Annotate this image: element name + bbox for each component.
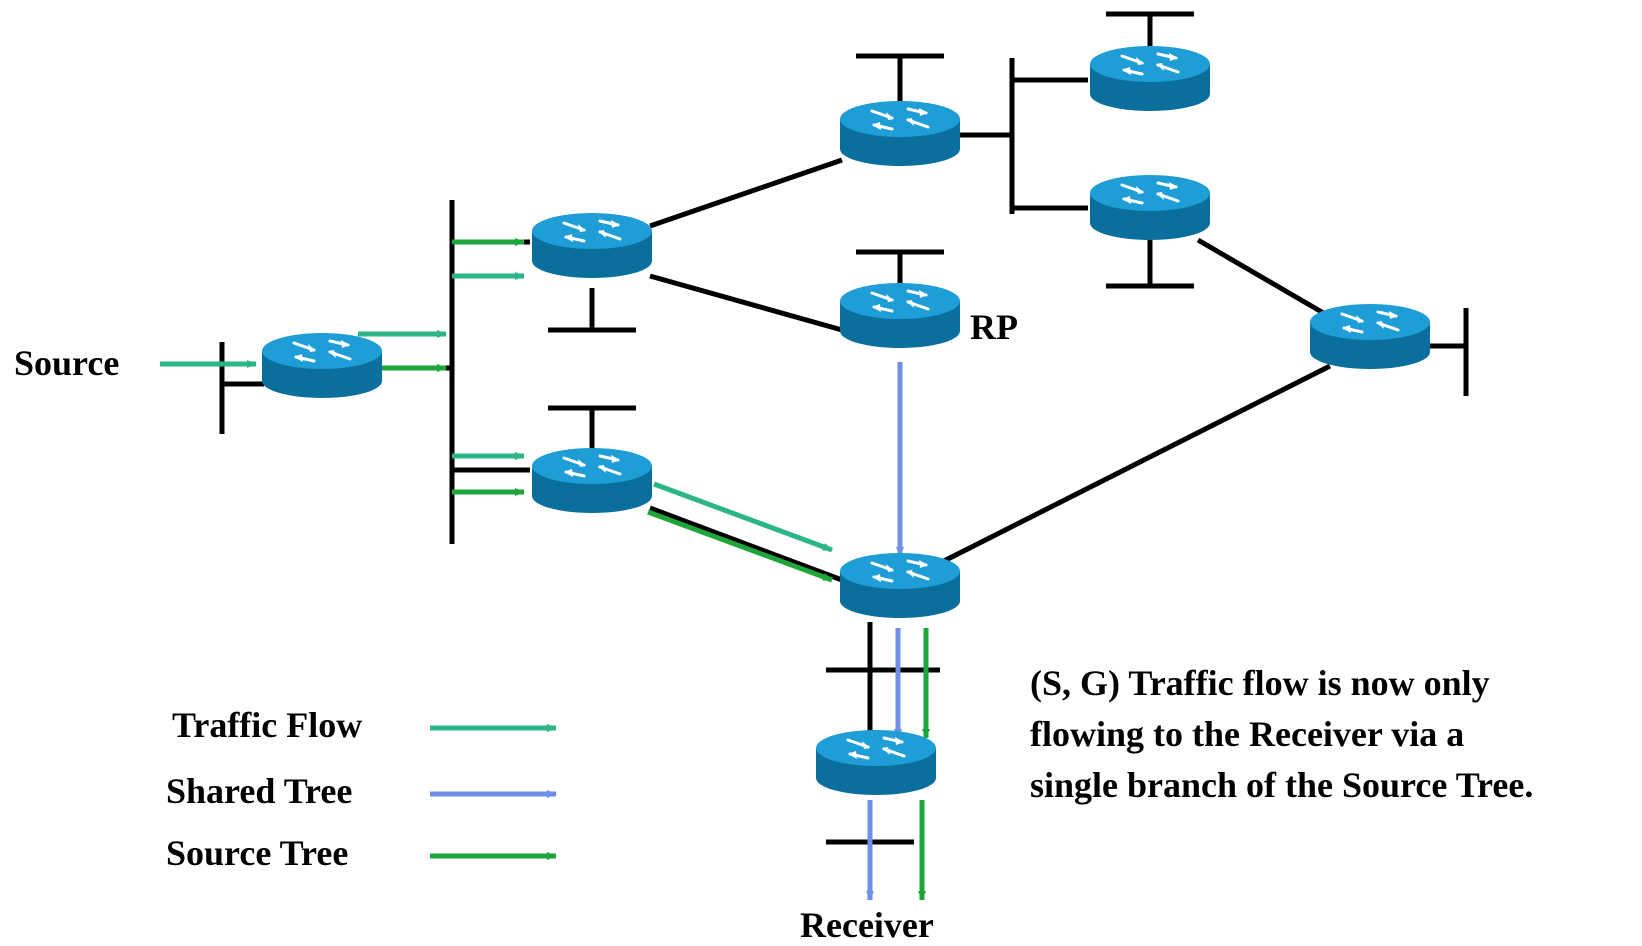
legend-label-source-tree: Source Tree xyxy=(166,833,349,873)
source-label: Source xyxy=(14,343,120,383)
explanation-note: (S, G) Traffic flow is now only flowing … xyxy=(1030,658,1640,811)
note-line: flowing to the Receiver via a xyxy=(1030,714,1465,754)
link-a-to-b xyxy=(649,157,843,229)
rp-label: RP xyxy=(970,307,1018,347)
legend-swatches xyxy=(430,724,557,860)
router-icon xyxy=(530,211,654,280)
router-icon xyxy=(260,331,384,400)
router-icon xyxy=(1088,44,1212,113)
flow-arrows xyxy=(160,238,930,901)
router-icon xyxy=(838,281,962,350)
network-links xyxy=(219,11,1469,845)
router-icon xyxy=(838,99,962,168)
router-icon xyxy=(530,446,654,515)
link-d-to-g xyxy=(649,505,843,583)
link-f-to-g xyxy=(928,363,1332,571)
traffic-flow-arrow xyxy=(653,481,833,553)
link-e-to-f xyxy=(1196,237,1334,321)
legend-label-traffic-flow: Traffic Flow xyxy=(172,705,363,745)
router-icon xyxy=(1088,173,1212,242)
router-icon xyxy=(838,551,962,620)
router-icon xyxy=(814,728,938,797)
source-tree-arrow xyxy=(647,509,833,583)
note-line: (S, G) Traffic flow is now only xyxy=(1030,663,1490,703)
note-line: single branch of the Source Tree. xyxy=(1030,765,1534,805)
legend-label-shared-tree: Shared Tree xyxy=(166,771,353,811)
router-icon xyxy=(1308,302,1432,371)
link-a-to-rp xyxy=(649,273,843,333)
receiver-label: Receiver xyxy=(800,905,934,945)
